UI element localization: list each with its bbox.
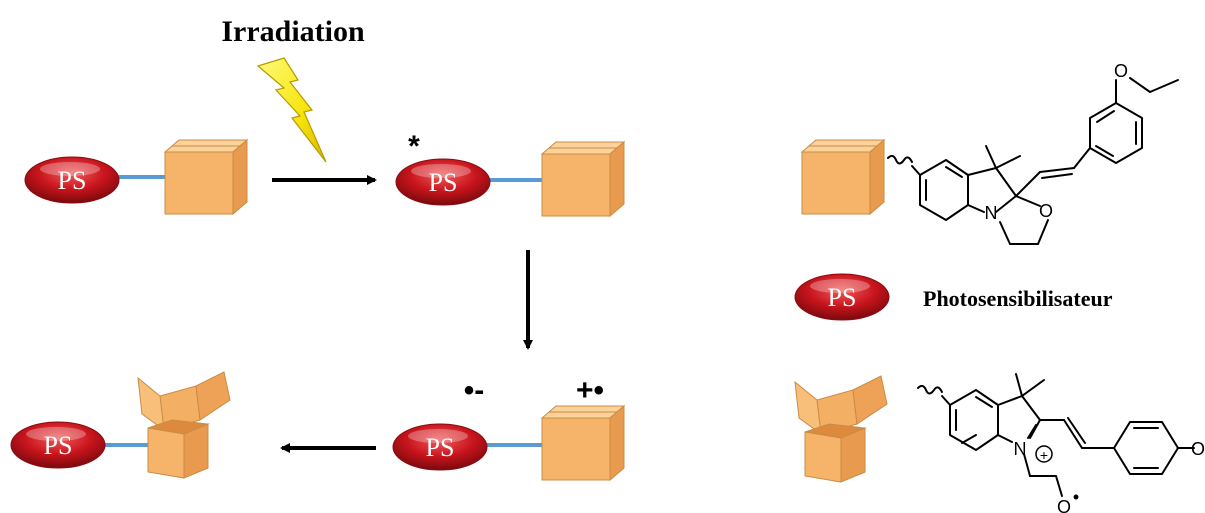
open-n-atom: N [1014,439,1027,459]
legend-photosensibilisateur: Photosensibilisateur [923,286,1113,311]
closed-box-icon [541,141,625,217]
radical-cation-label: +• [576,374,604,407]
legend-closed-box-icon [801,139,885,215]
ground-state-conjugate: PS [24,139,248,215]
positive-charge-symbol: + [1040,447,1048,463]
excited-state-conjugate: PS * [395,130,625,217]
closed-o-atom: O [1039,201,1053,221]
ps-label: PS [429,168,458,197]
closed-n-atom: N [985,203,998,223]
lightning-bolt-icon [256,57,327,163]
open-o-atom: O [1057,497,1071,513]
ps-label: PS [426,433,455,462]
methoxy-o-atom: O [1114,61,1128,81]
open-state-conjugate: PS [10,371,231,479]
charge-separated-conjugate: PS •- +• [392,374,625,481]
positive-charge-circle [1035,445,1053,463]
legend-ps-label: PS [828,283,857,312]
open-box-icon [137,371,231,479]
closed-form-structure [887,77,1179,245]
ps-label: PS [44,431,73,460]
radical-anion-label: •- [464,374,485,407]
irradiation-title: Irradiation [221,15,365,48]
para-o-atom: O [1191,439,1205,459]
legend-open-box-icon [794,375,888,483]
closed-box-icon [164,139,248,215]
open-form-structure [917,373,1195,497]
ps-label: PS [58,166,87,195]
closed-box-icon [541,405,625,481]
open-o-radical: • [1073,487,1079,507]
excited-star: * [408,130,420,163]
